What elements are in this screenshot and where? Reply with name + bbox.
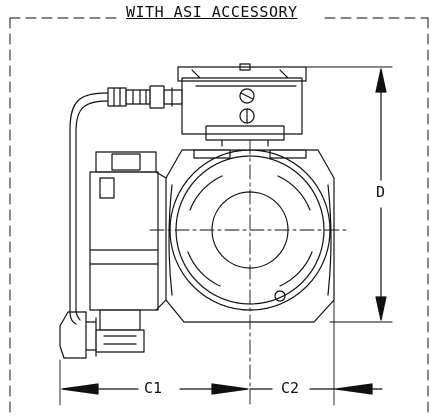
dimension-c2-line [249, 383, 383, 395]
plug-connector [59, 311, 97, 359]
asi-accessory-box [177, 63, 307, 147]
extension-lines [59, 66, 393, 406]
cable-connector [107, 85, 183, 109]
screw-lower-icon [239, 108, 255, 124]
dimension-c2-label: C2 [279, 379, 302, 397]
dimension-c1-line [61, 383, 249, 395]
dimension-d-line [375, 68, 387, 321]
accessory-envelope-dashed [9, 17, 429, 413]
drawing-title: WITH ASI ACCESSORY [124, 3, 300, 21]
side-actuator [89, 151, 167, 353]
centre-lines [149, 139, 349, 406]
dimension-d-label: D [374, 183, 388, 201]
screw-upper-icon [239, 88, 255, 104]
dimension-c1-label: C1 [142, 379, 165, 397]
cable [69, 92, 109, 325]
